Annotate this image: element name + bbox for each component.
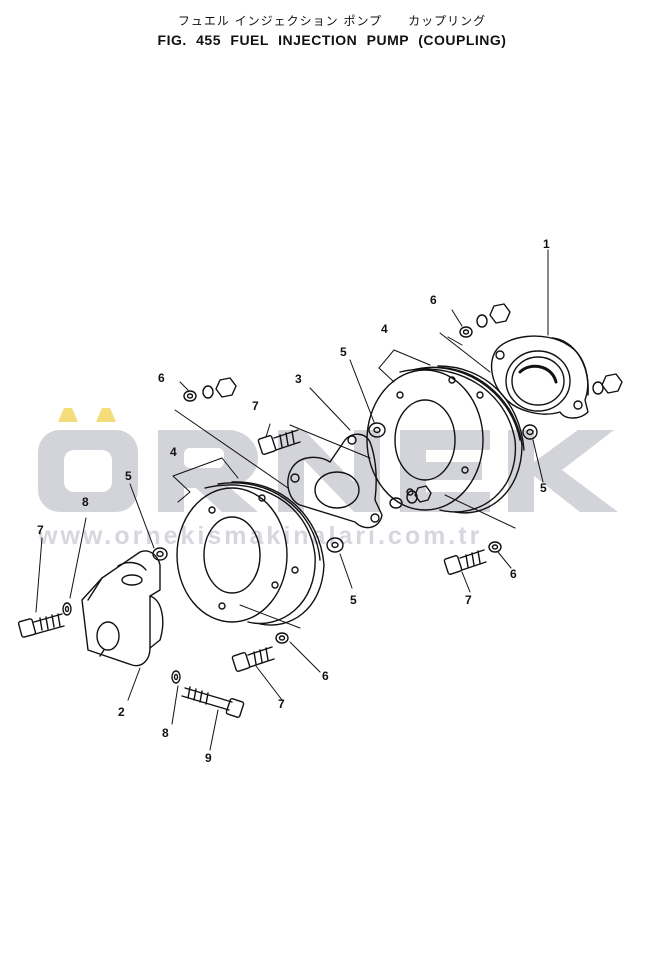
washer-set-top [459, 303, 511, 338]
callout-1: 1 [543, 237, 550, 251]
callout-5: 5 [340, 345, 347, 359]
callout-6: 6 [158, 371, 165, 385]
callout-5: 5 [540, 481, 547, 495]
callout-7: 7 [252, 399, 259, 413]
callout-7: 7 [278, 697, 285, 711]
figure-title: FIG. 455 FUEL INJECTION PUMP (COUPLING) [157, 32, 507, 48]
callout-4: 4 [170, 445, 177, 459]
callout-7: 7 [465, 593, 472, 607]
callout-2: 2 [118, 705, 125, 719]
small-washers [62, 541, 502, 684]
callout-7: 7 [37, 523, 44, 537]
bolt-upper [257, 429, 301, 455]
callout-5: 5 [350, 593, 357, 607]
drive-bracket [81, 550, 164, 667]
callout-8: 8 [82, 495, 89, 509]
long-bolt [181, 686, 245, 718]
spacer-nuts [152, 422, 538, 561]
callout-3: 3 [295, 372, 302, 386]
watermark-logo [38, 408, 618, 512]
washer-set-right [592, 373, 623, 395]
callout-9: 9 [205, 751, 212, 765]
figure-title-japanese: フュエル インジェクション ポンプ カップリング [177, 14, 487, 28]
coupling-disc-lower [176, 481, 325, 626]
callout-4: 4 [381, 322, 388, 336]
washer-set-center [389, 485, 432, 509]
bolt-lower-center [231, 646, 275, 672]
washer-set-left [183, 377, 237, 402]
callout-5: 5 [125, 469, 132, 483]
leader-lines [35, 249, 549, 751]
bolt-left [17, 613, 65, 638]
callout-8: 8 [162, 726, 169, 740]
coupling-plate [287, 433, 383, 529]
bolt-right [443, 549, 487, 575]
callout-6: 6 [322, 669, 329, 683]
coupling-disc-upper [366, 365, 525, 514]
callout-6: 6 [510, 567, 517, 581]
callouts: 1 2 3 4 4 5 5 5 5 6 6 6 6 7 7 7 7 8 8 9 [37, 237, 550, 765]
callout-6: 6 [430, 293, 437, 307]
